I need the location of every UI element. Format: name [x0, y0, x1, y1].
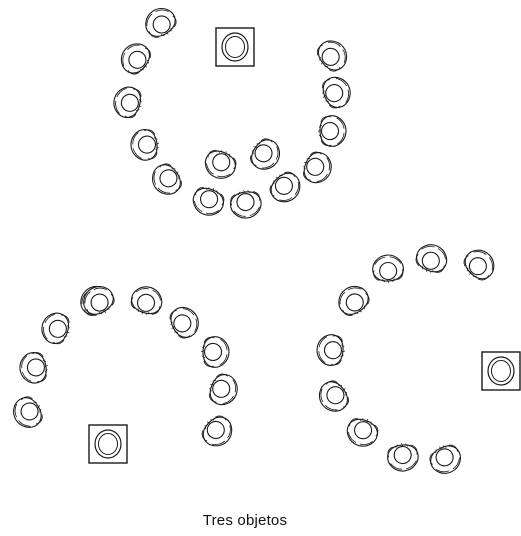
person-icon	[16, 349, 52, 386]
group-top	[109, 2, 356, 221]
figure-caption: Tres objetos	[202, 512, 288, 529]
person-icon	[312, 375, 355, 418]
person-icon	[332, 279, 375, 322]
person-icon	[264, 166, 307, 209]
person-icon	[200, 335, 230, 369]
person-icon	[37, 309, 75, 348]
central-object-icon	[481, 351, 521, 391]
person-icon	[411, 239, 452, 279]
person-icon	[316, 72, 356, 113]
person-icon	[146, 158, 188, 201]
person-icon	[203, 369, 243, 410]
person-icon	[164, 301, 205, 344]
person-icon	[77, 280, 120, 322]
person-icon	[244, 133, 286, 176]
person-icon	[297, 147, 337, 188]
person-icon	[385, 440, 421, 474]
person-icon	[342, 412, 383, 452]
diagram	[7, 2, 521, 480]
person-icon	[424, 439, 467, 480]
person-icon	[371, 253, 405, 285]
person-icon	[196, 410, 239, 453]
person-icon	[317, 114, 347, 148]
person-icon	[311, 34, 354, 77]
group-bottom-right	[312, 239, 521, 480]
person-icon	[127, 282, 167, 320]
person-icon	[458, 243, 501, 286]
person-icon	[109, 83, 147, 122]
person-icon	[128, 127, 162, 163]
person-icon	[114, 37, 157, 80]
person-icon	[188, 181, 229, 221]
person-icon	[227, 187, 264, 221]
person-icon	[7, 391, 49, 434]
person-icon	[315, 333, 347, 367]
person-icon	[200, 144, 241, 184]
group-bottom-left	[7, 280, 243, 464]
person-icon	[139, 2, 182, 44]
central-object-icon	[215, 27, 255, 67]
central-object-icon	[88, 424, 128, 464]
